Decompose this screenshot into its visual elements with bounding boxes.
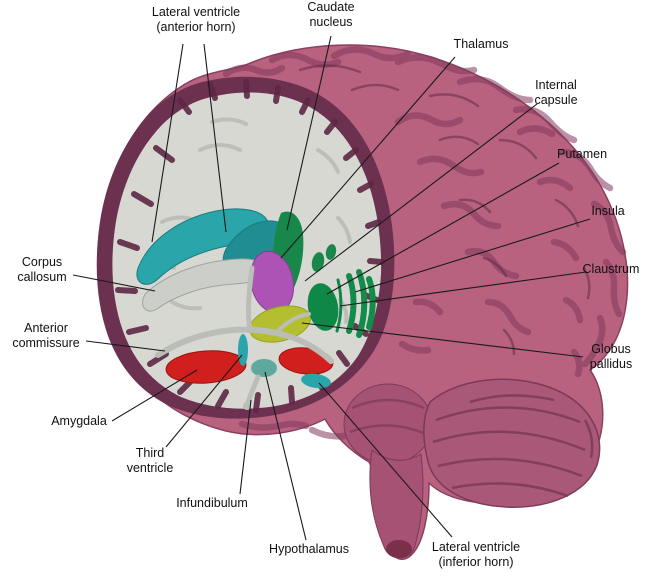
- leader-third-ventricle: [165, 354, 243, 448]
- caudate-tail-shape-2: [325, 244, 337, 260]
- third-ventricle-shape: [238, 334, 248, 366]
- leader-lateral-ventricle-inferior-horn: [318, 382, 453, 538]
- label-anterior-commissure: Anterior commissure: [12, 321, 80, 350]
- label-lateral-ventricle-anterior-horn: Lateral ventricle (anterior horn): [151, 5, 241, 34]
- label-thalamus: Thalamus: [453, 37, 509, 51]
- leader-corpus-callosum: [72, 274, 156, 292]
- label-infundibulum: Infundibulum: [176, 496, 248, 510]
- hypothalamus-shape: [251, 359, 277, 377]
- leader-putamen: [326, 162, 560, 295]
- cerebellum-folia: [432, 394, 594, 498]
- label-third-ventricle: Third ventricle: [126, 446, 174, 475]
- brainstem-shape: [369, 449, 424, 559]
- leader-lines: [72, 35, 591, 541]
- label-corpus-callosum: Corpus callosum: [17, 255, 67, 284]
- caudate-tail-shape: [311, 252, 325, 272]
- label-insula: Insula: [591, 204, 625, 218]
- label-hypothalamus: Hypothalamus: [269, 542, 349, 556]
- leader-internal-capsule: [304, 103, 538, 282]
- brainstem-tip: [386, 540, 412, 558]
- leader-infundibulum: [239, 399, 252, 495]
- leader-claustrum: [339, 271, 587, 307]
- leader-lateral-ventricle-anterior-horn-1: [151, 43, 184, 243]
- infundibulum-shape: [245, 374, 261, 406]
- leader-hypothalamus: [264, 371, 307, 541]
- leader-thalamus: [280, 56, 456, 259]
- label-internal-capsule: Internal capsule: [534, 78, 578, 107]
- label-caudate-nucleus: Caudate nucleus: [307, 0, 355, 29]
- leader-amygdala: [111, 369, 198, 422]
- anterior-commissure-shape: [155, 265, 334, 364]
- label-globus-pallidus: Globus pallidus: [589, 342, 633, 371]
- cortex-sulci: [168, 46, 627, 450]
- leader-lateral-ventricle-anterior-horn-2: [203, 43, 227, 233]
- label-claustrum: Claustrum: [582, 262, 640, 276]
- label-putamen: Putamen: [556, 147, 608, 161]
- leader-insula: [354, 218, 591, 293]
- leader-caudate-nucleus: [286, 35, 332, 231]
- pons-texture: [349, 398, 427, 436]
- leader-anterior-commissure: [85, 340, 166, 352]
- label-amygdala: Amygdala: [51, 414, 107, 428]
- label-lateral-ventricle-inferior-horn: Lateral ventricle (inferior horn): [431, 540, 521, 569]
- putamen-shape: [307, 283, 339, 331]
- infundibulum-bulb: [243, 402, 251, 410]
- pons-shape: [343, 383, 433, 465]
- lateral-ventricle-inferior-horn-shape: [301, 373, 331, 389]
- leader-globus-pallidus: [301, 322, 584, 358]
